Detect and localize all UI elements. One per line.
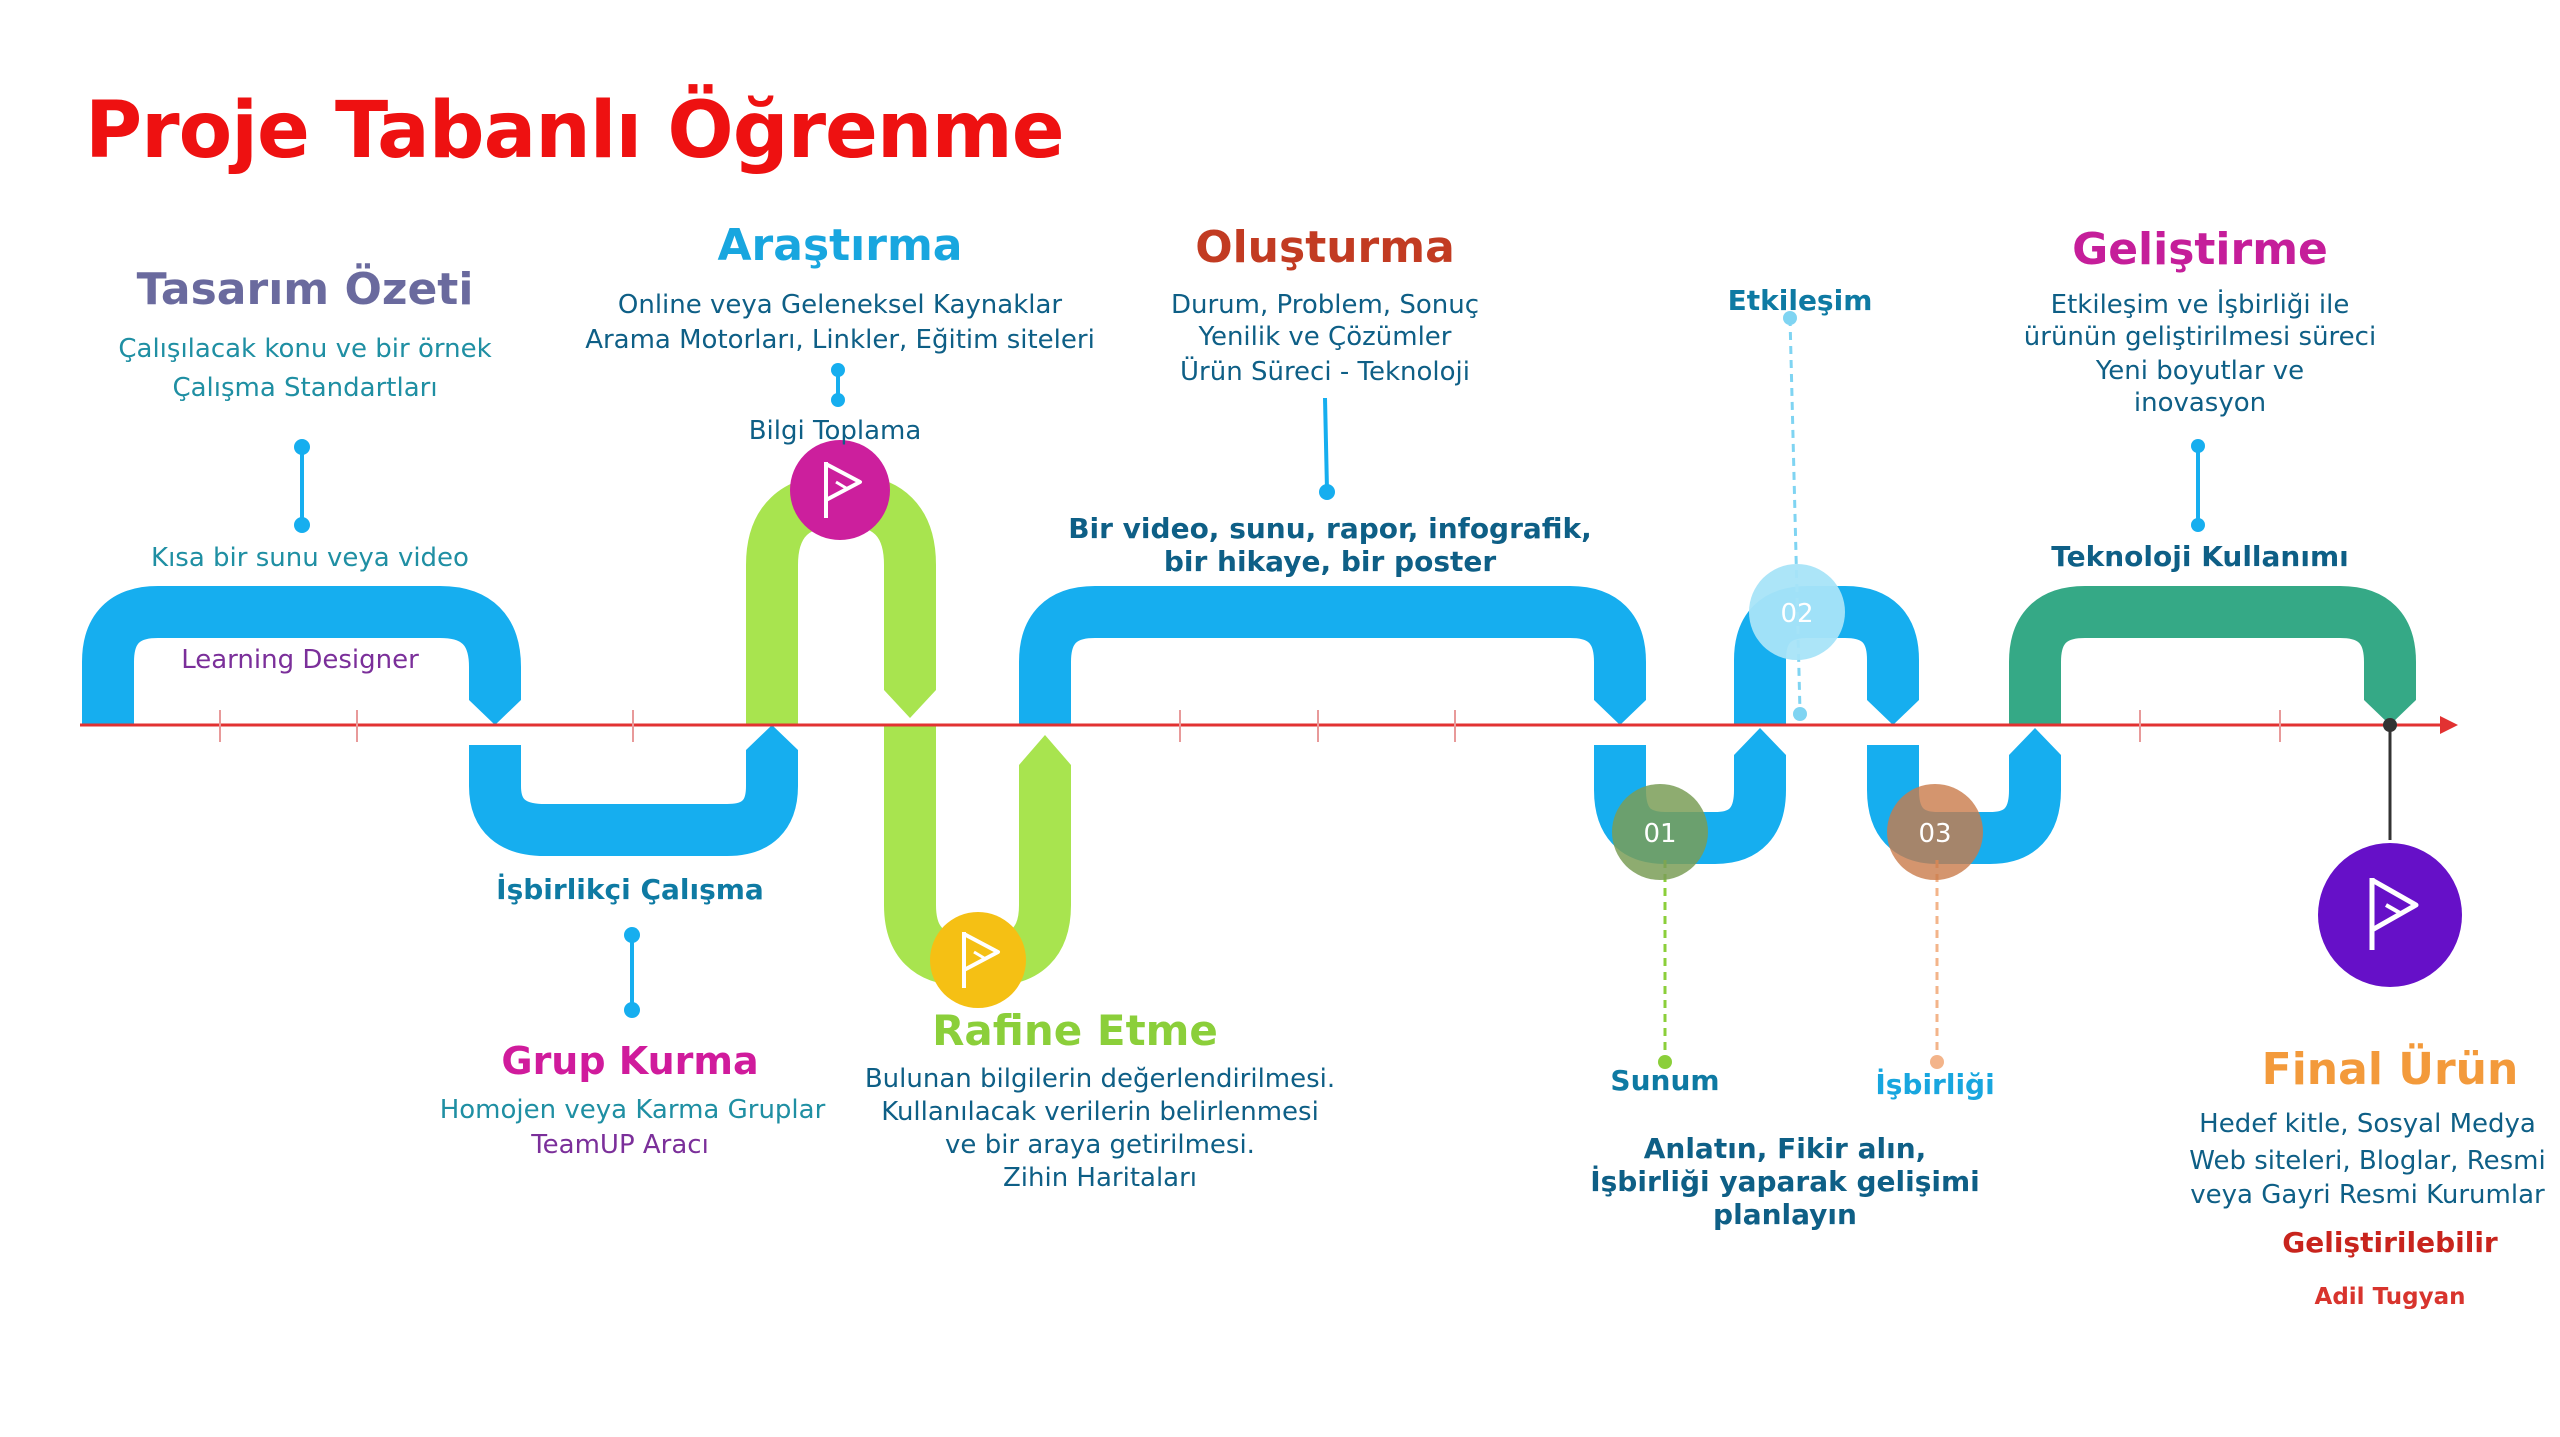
develop-line-3: Yeni boyutlar ve (2095, 356, 2305, 386)
refine-line-1: Bulunan bilgilerin değerlendirilmesi. (864, 1064, 1336, 1094)
cooperation-heading: İşbirliği (1875, 1068, 1995, 1101)
connector-group (624, 927, 640, 1018)
develop-line-4: inovasyon (2133, 388, 2267, 418)
author-credit: Adil Tugyan (2314, 1284, 2466, 1310)
create-line-1: Durum, Problem, Sonuç (1170, 290, 1479, 320)
final-note: Geliştirilebilir (2282, 1226, 2498, 1259)
badge-03 (1887, 784, 1983, 880)
badge-01 (1612, 784, 1708, 880)
connector-design (294, 439, 310, 533)
research-line-1: Online veya Geleneksel Kaynaklar (617, 290, 1063, 320)
group-heading: Grup Kurma (501, 1039, 759, 1083)
presentation-line-2: İşbirliği yaparak gelişimi (1590, 1165, 1980, 1198)
create-line-3: Ürün Süreci - Teknoloji (1180, 357, 1470, 387)
presentation-heading: Sunum (1610, 1064, 1720, 1097)
final-line-2: Web siteleri, Bloglar, Resmi (2189, 1146, 2546, 1176)
connector-research (831, 363, 845, 407)
road-segment-develop (2009, 586, 2416, 725)
road-segment-design (82, 586, 521, 725)
page-title: Proje Tabanlı Öğrenme (85, 86, 1065, 176)
create-connector-line-1: Bir video, sunu, rapor, infografik, (1068, 512, 1592, 545)
create-line-2: Yenilik ve Çözümler (1198, 322, 1452, 352)
presentation-line-3: planlayın (1713, 1198, 1857, 1231)
final-heading: Final Ürün (2261, 1044, 2519, 1095)
interaction-heading: Etkileşim (1727, 284, 1873, 317)
create-connector-line-2: bir hikaye, bir poster (1163, 545, 1497, 578)
badge-03-label: 03 (1918, 819, 1952, 849)
badge-02-label: 02 (1780, 599, 1814, 629)
road-segment-create (1019, 586, 1646, 725)
connector-presentation (1658, 860, 1672, 1069)
flag-research-icon (790, 440, 890, 540)
collaboration-heading: İşbirlikçi Çalışma (496, 873, 764, 906)
refine-line-4: Zihin Haritaları (1002, 1163, 1198, 1193)
connector-cooperation (1930, 860, 1944, 1069)
create-heading: Oluşturma (1195, 222, 1455, 273)
design-line-2: Çalışma Standartları (172, 373, 438, 403)
refine-heading: Rafine Etme (932, 1006, 1218, 1055)
final-line-1: Hedef kitle, Sosyal Medya (2199, 1109, 2536, 1139)
design-heading: Tasarım Özeti (136, 264, 474, 315)
road-segment-collaboration (469, 725, 798, 856)
refine-line-2: Kullanılacak verilerin belirlenmesi (881, 1097, 1319, 1127)
timeline-axis (80, 710, 2458, 742)
develop-connector-label: Teknoloji Kullanımı (2051, 540, 2349, 573)
final-line-3: veya Gayri Resmi Kurumlar (2190, 1180, 2545, 1210)
develop-line-1: Etkileşim ve İşbirliği ile (2050, 290, 2350, 320)
group-tool-label: TeamUP Aracı (531, 1130, 709, 1160)
flag-final-icon (2318, 843, 2462, 987)
design-connector-label: Kısa bir sunu veya video (151, 543, 469, 573)
badge-01-label: 01 (1643, 819, 1677, 849)
develop-line-2: ürünün geliştirilmesi süreci (2023, 322, 2377, 352)
research-connector-label: Bilgi Toplama (748, 416, 922, 446)
badge-02 (1749, 564, 1845, 660)
flag-refine-icon (930, 912, 1026, 1008)
develop-heading: Geliştirme (2072, 224, 2328, 275)
connector-create (1319, 397, 1335, 500)
research-line-2: Arama Motorları, Linkler, Eğitim siteler… (585, 325, 1095, 355)
presentation-line-1: Anlatın, Fikir alın, (1643, 1132, 1927, 1165)
research-heading: Araştırma (717, 220, 963, 271)
group-line-1: Homojen veya Karma Gruplar (439, 1095, 826, 1125)
design-tool-label: Learning Designer (181, 645, 419, 675)
connector-final (2383, 718, 2397, 840)
design-line-1: Çalışılacak konu ve bir örnek (118, 334, 492, 364)
connector-develop (2191, 439, 2205, 532)
refine-line-3: ve bir araya getirilmesi. (945, 1130, 1255, 1160)
